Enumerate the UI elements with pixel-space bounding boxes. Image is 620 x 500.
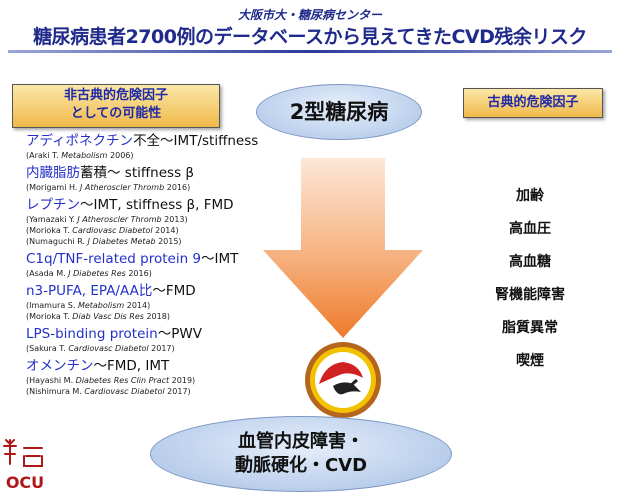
reference-author: (Sakura T. — [26, 344, 69, 353]
reference-journal: Diabetes Res Clin Pract — [75, 376, 170, 385]
factor-reference: (Araki T. Metabolism 2006) — [26, 150, 296, 161]
factor-name: n3-PUFA, EPA/AA比 — [26, 283, 153, 299]
reference-author: (Morigami H. — [26, 183, 80, 192]
classical-factor-item: 高血糖 — [509, 254, 551, 270]
center-subtitle: 大阪市大・糖尿病センター — [237, 8, 382, 22]
non-classical-box-line1: 非古典的危険因子 — [63, 88, 168, 103]
factor-reference: (Sakura T. Cardiovasc Diabetol 2017) — [26, 343, 296, 354]
non-classical-risk-box: 非古典的危険因子 としての可能性 — [12, 84, 220, 128]
reference-author: (Hayashi M. — [26, 376, 76, 385]
reference-year: 2019) — [169, 376, 196, 385]
classical-risk-box: 古典的危険因子 — [463, 88, 603, 118]
reference-journal: J Atheroscler Thromb — [77, 215, 162, 224]
reference-journal: Metabolism — [61, 151, 108, 160]
factor-item: 内臓脂肪蓄積～ stiffness β(Morigami H. J Athero… — [26, 164, 296, 193]
reference-year: 2015) — [155, 237, 182, 246]
reference-author: (Morioka T. — [26, 312, 73, 321]
classical-factor-item: 加齢 — [516, 188, 544, 204]
down-arrow — [263, 158, 423, 338]
classical-factor-list: 加齢高血圧高血糖腎機能障害脂質異常喫煙 — [440, 180, 620, 378]
factor-heading: C1q/TNF-related protein 9～IMT — [26, 250, 296, 268]
factor-reference: (Morioka T. Diab Vasc Dis Res 2018) — [26, 311, 296, 322]
reference-journal: J Diabetes Res — [68, 269, 126, 278]
factor-name: 内臓脂肪 — [26, 165, 80, 181]
logo-text: OCU — [6, 473, 44, 492]
reference-year: 2016) — [164, 183, 191, 192]
reference-author: (Yamazaki Y. — [26, 215, 78, 224]
factor-reference: (Imamura S. Metabolism 2014) — [26, 300, 296, 311]
factor-association: ～IMT, stiffness β, FMD — [80, 197, 234, 213]
factor-reference: (Morioka T. Cardiovasc Diabetol 2014) — [26, 225, 296, 236]
ocu-logo-icon: OCU — [3, 439, 44, 492]
reference-journal: J Diabetes Metab — [87, 237, 156, 246]
type2-diabetes-ellipse: 2型糖尿病 — [256, 84, 422, 140]
non-classical-box-line2: としての可能性 — [70, 106, 162, 121]
reference-year: 2013) — [161, 215, 188, 224]
reference-author: (Araki T. — [26, 151, 62, 160]
reference-author: (Numaguchi R. — [26, 237, 88, 246]
reference-year: 2006) — [107, 151, 134, 160]
factor-heading: LPS-binding protein～PWV — [26, 325, 296, 343]
factor-reference: (Yamazaki Y. J Atheroscler Thromb 2013) — [26, 214, 296, 225]
non-classical-factor-list: アディポネクチン不全～IMT/stiffness(Araki T. Metabo… — [26, 132, 296, 400]
reference-journal: Cardiovasc Diabetol — [72, 226, 153, 235]
factor-reference: (Asada M. J Diabetes Res 2016) — [26, 268, 296, 279]
factor-name: C1q/TNF-related protein 9 — [26, 251, 202, 267]
factor-name: アディポネクチン — [26, 133, 134, 149]
reference-year: 2017) — [164, 387, 191, 396]
title-underline — [8, 50, 612, 53]
factor-association: ～IMT — [201, 251, 239, 267]
reference-journal: J Atheroscler Thromb — [79, 183, 165, 192]
reference-author: (Nishimura M. — [26, 387, 85, 396]
factor-heading: アディポネクチン不全～IMT/stiffness — [26, 132, 296, 150]
factor-name: LPS-binding protein — [26, 326, 158, 342]
reference-year: 2016) — [125, 269, 152, 278]
classical-factor-item: 腎機能障害 — [495, 287, 565, 303]
endothelial-dysfunction-ellipse: 血管内皮障害・ 動脈硬化・CVD — [150, 416, 452, 492]
outcome-line1: 血管内皮障害・ — [238, 431, 364, 452]
reference-year: 2018) — [143, 312, 170, 321]
reference-author: (Imamura S. — [26, 301, 78, 310]
factor-association: ～PWV — [157, 326, 202, 342]
factor-heading: オメンチン～FMD, IMT — [26, 357, 296, 375]
classical-factor-item: 脂質異常 — [502, 320, 558, 336]
factor-heading: 内臓脂肪蓄積～ stiffness β — [26, 164, 296, 182]
factor-item: アディポネクチン不全～IMT/stiffness(Araki T. Metabo… — [26, 132, 296, 161]
factor-name: レプチン — [26, 197, 80, 213]
factor-association: 蓄積～ stiffness β — [80, 165, 195, 181]
factor-association: ～FMD, IMT — [93, 358, 170, 374]
factor-heading: n3-PUFA, EPA/AA比～FMD — [26, 282, 296, 300]
osaka-city-emblem-icon — [305, 342, 381, 418]
slide-title: 糖尿病患者2700例のデータベースから見えてきたCVD残余リスク — [33, 26, 587, 48]
reference-year: 2014) — [152, 226, 179, 235]
outcome-line2: 動脈硬化・CVD — [234, 455, 368, 476]
classical-factor-item: 高血圧 — [509, 221, 551, 237]
reference-year: 2017) — [148, 344, 175, 353]
reference-journal: Diab Vasc Dis Res — [72, 312, 144, 321]
factor-name: オメンチン — [26, 358, 94, 374]
factor-item: n3-PUFA, EPA/AA比～FMD(Imamura S. Metaboli… — [26, 282, 296, 322]
reference-author: (Morioka T. — [26, 226, 73, 235]
factor-reference: (Morigami H. J Atheroscler Thromb 2016) — [26, 182, 296, 193]
factor-association: ～FMD — [152, 283, 196, 299]
factor-reference: (Nishimura M. Cardiovasc Diabetol 2017) — [26, 386, 296, 397]
factor-item: レプチン～IMT, stiffness β, FMD(Yamazaki Y. J… — [26, 196, 296, 247]
factor-association: 不全～IMT/stiffness — [133, 133, 259, 149]
factor-item: オメンチン～FMD, IMT(Hayashi M. Diabetes Res C… — [26, 357, 296, 397]
reference-journal: Metabolism — [77, 301, 125, 310]
factor-reference: (Numaguchi R. J Diabetes Metab 2015) — [26, 236, 296, 247]
factor-item: LPS-binding protein～PWV(Sakura T. Cardio… — [26, 325, 296, 354]
reference-year: 2014) — [124, 301, 151, 310]
factor-item: C1q/TNF-related protein 9～IMT(Asada M. J… — [26, 250, 296, 279]
factor-reference: (Hayashi M. Diabetes Res Clin Pract 2019… — [26, 375, 296, 386]
reference-author: (Asada M. — [26, 269, 69, 278]
classical-factor-item: 喫煙 — [516, 353, 544, 369]
reference-journal: Cardiovasc Diabetol — [84, 387, 165, 396]
reference-journal: Cardiovasc Diabetol — [68, 344, 149, 353]
factor-heading: レプチン～IMT, stiffness β, FMD — [26, 196, 296, 214]
